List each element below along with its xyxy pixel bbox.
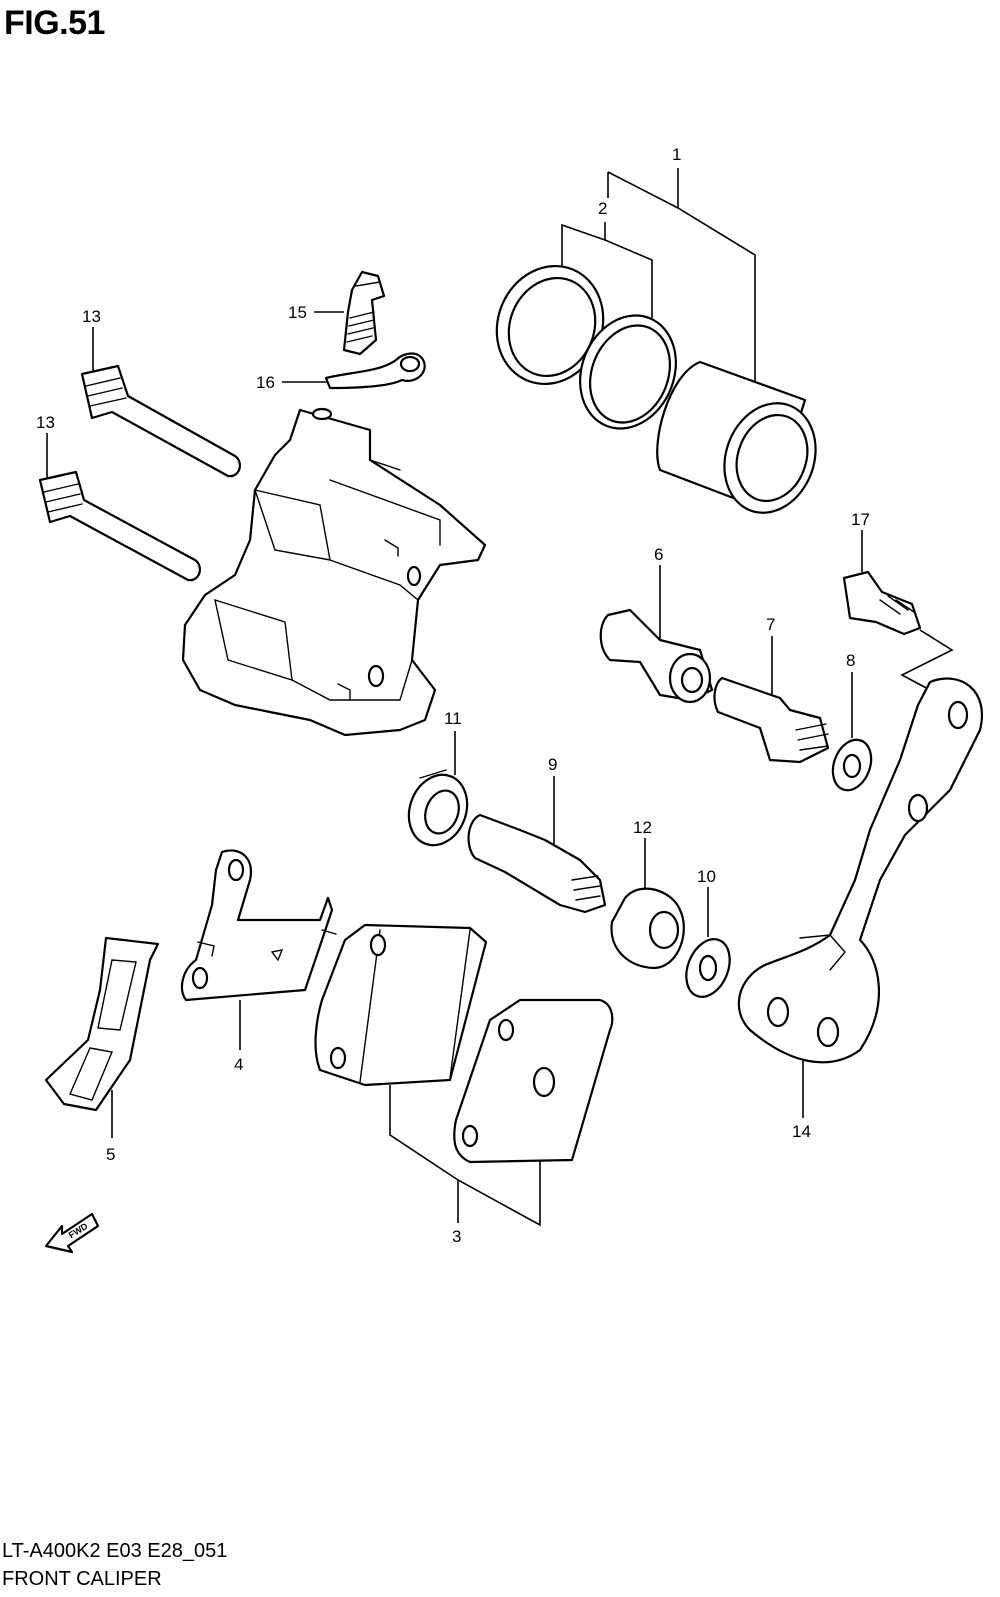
sleeve-bushing — [599, 608, 714, 704]
piston — [656, 360, 817, 514]
callout-15: 15 — [288, 303, 307, 322]
boot-12 — [610, 887, 685, 970]
sleeve-pin — [467, 813, 607, 914]
callout-12: 12 — [633, 818, 652, 837]
callout-4: 4 — [234, 1055, 243, 1074]
washer-8 — [831, 738, 873, 792]
callout-labels: 1 2 3 4 5 6 7 8 9 10 11 12 13 13 14 15 1… — [36, 145, 870, 1246]
callout-8: 8 — [846, 651, 855, 670]
callout-11: 11 — [444, 709, 462, 728]
callout-14: 14 — [792, 1122, 811, 1141]
callout-16: 16 — [256, 373, 275, 392]
callout-9: 9 — [548, 755, 557, 774]
fwd-direction-arrow: FWD — [44, 1212, 100, 1254]
washer-10 — [685, 938, 731, 998]
callout-7: 7 — [766, 615, 775, 634]
boot-11 — [407, 769, 469, 847]
brake-pad-inner — [314, 923, 488, 1087]
callout-13b: 13 — [36, 413, 55, 432]
leader-lines — [46, 168, 954, 1227]
caliper-bolt — [713, 676, 830, 764]
bleeder-cap — [324, 352, 426, 390]
diagram-code: LT-A400K2 E03 E28_051 — [2, 1540, 228, 1562]
callout-6: 6 — [654, 545, 663, 564]
callout-1: 1 — [672, 145, 681, 164]
piston-seal-inner — [579, 314, 677, 430]
brake-pad-outer — [453, 998, 614, 1164]
piston-seal-outer — [495, 264, 605, 386]
diagram-name: FRONT CALIPER — [2, 1568, 162, 1590]
caliper-bracket — [737, 677, 983, 1064]
figure-title: FIG.51 — [4, 4, 105, 42]
callout-13a: 13 — [82, 307, 101, 326]
bracket-bolt — [842, 570, 922, 636]
callout-17: 17 — [851, 510, 870, 529]
bleeder-screw — [342, 270, 386, 356]
slide-pin-lower — [38, 470, 201, 582]
callout-2: 2 — [598, 199, 607, 218]
pad-spring — [180, 849, 337, 1002]
callout-5: 5 — [106, 1145, 115, 1164]
caliper-body — [181, 407, 487, 737]
callout-10: 10 — [697, 867, 716, 886]
slide-pin-upper — [80, 364, 241, 478]
pad-retainer — [44, 936, 160, 1112]
callout-3: 3 — [452, 1227, 461, 1246]
